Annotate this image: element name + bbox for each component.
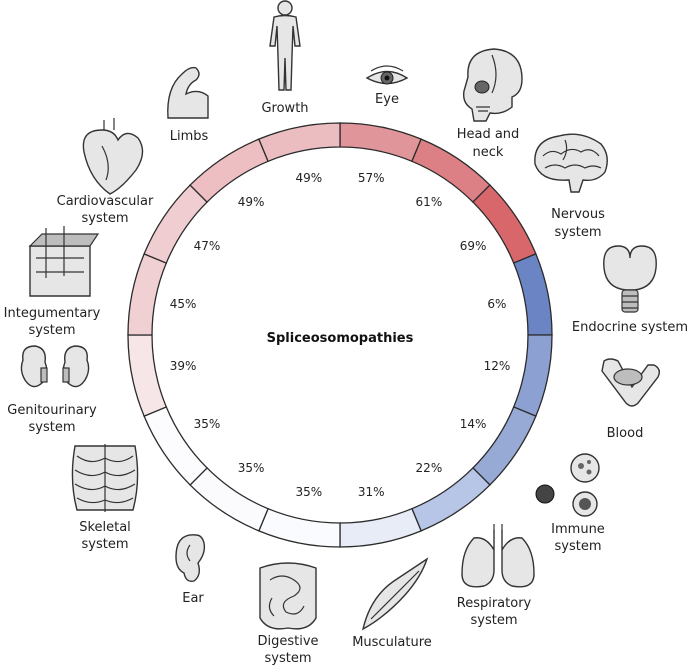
pct-label-growth: 49% bbox=[295, 171, 322, 185]
label-digestive-2: system bbox=[265, 651, 312, 666]
ring-segment-musculature bbox=[339, 507, 422, 548]
pct-label-blood: 12% bbox=[484, 359, 511, 373]
human-figure-icon bbox=[269, 0, 301, 91]
pct-label-nervous: 69% bbox=[460, 239, 487, 253]
label-head-neck-1: Head and bbox=[457, 127, 520, 142]
percentage-labels: 57% 61% 69% 6% 12% 14% 22% 31% 35% 35% 35% 39% 45% 47… bbox=[170, 171, 511, 499]
ring-segment-endocrine bbox=[512, 253, 553, 336]
pct-label-skeletal: 35% bbox=[194, 417, 221, 431]
label-skeletal-1: Skeletal bbox=[79, 520, 131, 535]
ear-icon bbox=[175, 534, 206, 583]
heart-icon bbox=[82, 118, 144, 195]
pct-label-respiratory: 22% bbox=[416, 461, 443, 475]
label-endocrine: Endocrine system bbox=[572, 320, 688, 335]
ribcage-icon bbox=[71, 444, 139, 512]
intestine-icon bbox=[259, 562, 317, 630]
label-integumentary-2: system bbox=[29, 323, 76, 338]
ring-segment-growth bbox=[258, 122, 341, 163]
muscle-icon bbox=[361, 557, 429, 631]
ring bbox=[127, 122, 553, 548]
skull-icon bbox=[462, 48, 523, 122]
label-respiratory-2: system bbox=[471, 613, 518, 628]
ring-segment-limbs bbox=[189, 138, 269, 203]
pct-label-limbs: 49% bbox=[238, 195, 265, 209]
label-respiratory-1: Respiratory bbox=[457, 596, 532, 611]
ring-segment-digestive bbox=[258, 507, 341, 548]
eye-icon bbox=[365, 65, 409, 85]
pct-label-immune: 14% bbox=[460, 417, 487, 431]
center-title: Spliceosomopathies bbox=[267, 331, 414, 346]
ring-segment-genitourinary bbox=[127, 334, 168, 417]
ring-segment-integumentary bbox=[127, 253, 168, 336]
ring-segment-eye bbox=[339, 122, 422, 163]
pct-label-genitourinary: 39% bbox=[170, 359, 197, 373]
label-genitourinary-2: system bbox=[29, 420, 76, 435]
label-growth: Growth bbox=[261, 101, 308, 116]
pct-label-cardiovascular: 47% bbox=[194, 239, 221, 253]
kidneys-icon bbox=[20, 345, 90, 388]
pct-label-musculature: 31% bbox=[358, 485, 385, 499]
label-musculature: Musculature bbox=[352, 635, 432, 650]
label-immune-2: system bbox=[555, 539, 602, 554]
ring-segment-respiratory bbox=[411, 467, 491, 532]
brain-icon bbox=[534, 133, 608, 193]
pct-label-head-neck: 61% bbox=[416, 195, 443, 209]
pct-label-digestive: 35% bbox=[295, 485, 322, 499]
pct-label-integumentary: 45% bbox=[170, 297, 197, 311]
label-nervous-2: system bbox=[555, 225, 602, 240]
pct-label-endocrine: 6% bbox=[487, 297, 506, 311]
immune-cells-icon bbox=[535, 453, 600, 517]
label-head-neck-2: neck bbox=[473, 145, 504, 160]
arm-icon bbox=[167, 66, 209, 119]
pct-label-eye: 57% bbox=[358, 171, 385, 185]
ring-segment-blood bbox=[512, 334, 553, 417]
skin-icon bbox=[28, 226, 100, 297]
ring-segment-ear bbox=[189, 467, 269, 532]
blood-tubes-icon bbox=[601, 358, 661, 407]
lungs-icon bbox=[461, 524, 535, 588]
label-immune-1: Immune bbox=[551, 522, 605, 537]
label-blood: Blood bbox=[607, 426, 644, 441]
label-nervous-1: Nervous bbox=[551, 207, 605, 222]
label-cardiovascular-2: system bbox=[82, 211, 129, 226]
label-eye: Eye bbox=[375, 92, 399, 107]
label-genitourinary-1: Genitourinary bbox=[7, 403, 97, 418]
label-limbs: Limbs bbox=[170, 129, 209, 144]
label-skeletal-2: system bbox=[82, 537, 129, 552]
label-cardiovascular-1: Cardiovascular bbox=[57, 194, 154, 209]
label-digestive-1: Digestive bbox=[257, 634, 318, 649]
pct-label-ear: 35% bbox=[238, 461, 265, 475]
thyroid-icon bbox=[603, 245, 657, 313]
label-integumentary-1: Integumentary bbox=[4, 306, 101, 321]
organ-labels: Growth Eye Head and neck Nervous system … bbox=[4, 92, 688, 666]
label-ear: Ear bbox=[182, 591, 204, 606]
